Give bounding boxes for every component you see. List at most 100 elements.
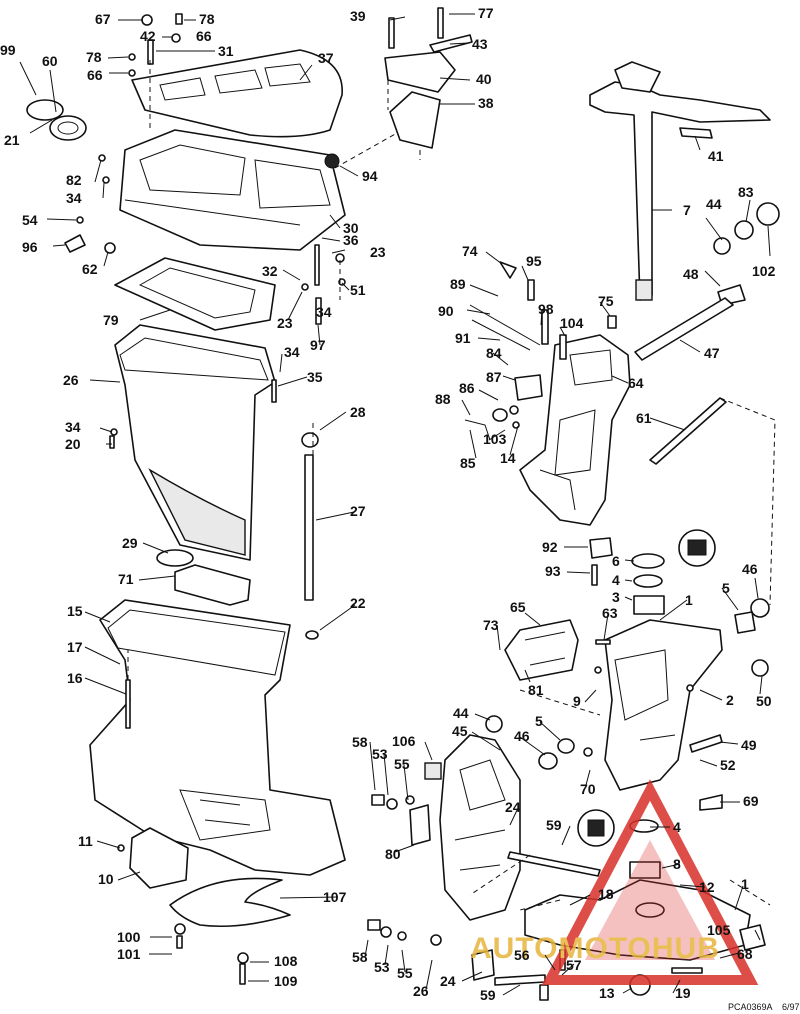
callout-4b: 4: [673, 819, 681, 835]
part-65-bracket: [504, 619, 579, 681]
callout-4a: 4: [612, 572, 620, 588]
callout-58a: 58: [352, 734, 368, 750]
callout-46b: 46: [514, 728, 530, 744]
callout-87: 87: [486, 369, 502, 385]
callout-28: 28: [350, 404, 366, 420]
callout-51: 51: [350, 282, 366, 298]
callout-23b: 23: [277, 315, 293, 331]
part-83-washer: [734, 220, 754, 240]
callout-11: 11: [78, 833, 93, 849]
part-26-rim: [119, 337, 269, 381]
callout-3: 3: [612, 589, 620, 605]
part-15-inner: [179, 789, 271, 841]
callout-107: 107: [323, 889, 347, 905]
part-79-gasket: [114, 257, 276, 331]
hardware-lower: [367, 639, 723, 1001]
callout-47: 47: [704, 345, 720, 361]
part-49-tube: [689, 734, 723, 753]
callout-34b: 34: [316, 304, 332, 320]
callout-23a: 23: [370, 244, 386, 260]
callout-67: 67: [95, 11, 111, 27]
part-61-bolt: [649, 397, 727, 465]
part-44b-cap: [485, 715, 503, 733]
part-1-stern-bracket-right: [604, 619, 723, 791]
callout-30: 30: [343, 220, 359, 236]
callout-53b: 53: [374, 959, 390, 975]
service-symbol-bottom: [577, 809, 615, 847]
diagram-code: PCA0369A: [728, 1002, 773, 1012]
callout-9: 9: [573, 693, 581, 709]
callout-1: 1: [685, 592, 693, 608]
routing-left: [127, 60, 421, 680]
routing-lower: [469, 689, 771, 911]
callout-77: 77: [478, 5, 494, 21]
callout-37: 37: [318, 50, 334, 66]
callout-62: 62: [82, 261, 98, 277]
callout-44a: 44: [706, 196, 722, 212]
callout-58b: 58: [352, 949, 368, 965]
callout-20: 20: [65, 436, 81, 452]
part-5-bushing: [734, 611, 756, 634]
part-50-bushing: [751, 659, 769, 677]
callout-100: 100: [117, 929, 141, 945]
part-7-spline: [635, 279, 653, 301]
leader-lines: [19, 13, 771, 996]
callout-97: 97: [310, 337, 326, 353]
service-symbol-top: [678, 529, 716, 567]
callout-24b: 24: [440, 973, 456, 989]
watermark-logo: AUTOMOTOHUB: [470, 779, 759, 985]
callout-57: 57: [566, 957, 582, 973]
part-79-gasket-inner: [138, 267, 256, 319]
part-40-cover: [384, 51, 456, 93]
callout-104: 104: [560, 315, 584, 331]
part-45-stern-bracket-left: [439, 734, 521, 921]
callout-88: 88: [435, 391, 451, 407]
callout-35: 35: [307, 369, 323, 385]
callout-50: 50: [756, 693, 772, 709]
callout-106: 106: [392, 733, 416, 749]
callout-63: 63: [602, 605, 618, 621]
part-1-details: [614, 649, 676, 741]
callout-19: 19: [675, 985, 691, 1001]
callout-21: 21: [4, 132, 20, 148]
part-59-tilt-rod: [507, 851, 601, 877]
watermark-text: AUTOMOTOHUB: [470, 932, 720, 965]
callout-71: 71: [118, 571, 134, 587]
part-77-screw: [437, 7, 444, 39]
part-26-exhaust-housing: [114, 324, 276, 561]
callout-40: 40: [476, 71, 492, 87]
callout-5a: 5: [722, 580, 730, 596]
callout-78b: 78: [86, 49, 102, 65]
routing-61: [719, 397, 776, 606]
callout-31: 31: [218, 43, 234, 59]
callout-26: 26: [63, 372, 79, 388]
callout-34a: 34: [66, 190, 82, 206]
callout-1b: 1: [741, 876, 749, 892]
callout-84: 84: [486, 345, 502, 361]
callout-102: 102: [752, 263, 776, 279]
callout-105: 105: [707, 922, 731, 938]
callout-38: 38: [478, 95, 494, 111]
part-4-seal: [633, 574, 663, 588]
callout-17: 17: [67, 639, 83, 655]
callout-59b: 59: [480, 987, 496, 1003]
hardware-tilt-lock: [464, 261, 617, 441]
hardware-left: [26, 13, 346, 985]
callout-66b: 66: [87, 67, 103, 83]
callout-74: 74: [462, 243, 478, 259]
callout-7: 7: [683, 202, 691, 218]
part-92-block: [589, 537, 613, 559]
part-93-screw: [591, 564, 598, 586]
callout-83: 83: [738, 184, 754, 200]
part-5b-bushing: [557, 738, 575, 754]
callout-92: 92: [542, 539, 558, 555]
callout-61: 61: [636, 410, 652, 426]
callout-39: 39: [350, 8, 366, 24]
callout-8: 8: [673, 856, 681, 872]
callout-26b: 26: [413, 983, 429, 999]
callout-12: 12: [699, 879, 715, 895]
part-41-bolt: [679, 127, 713, 139]
callout-6: 6: [612, 553, 620, 569]
part-8-bushing: [629, 861, 661, 879]
